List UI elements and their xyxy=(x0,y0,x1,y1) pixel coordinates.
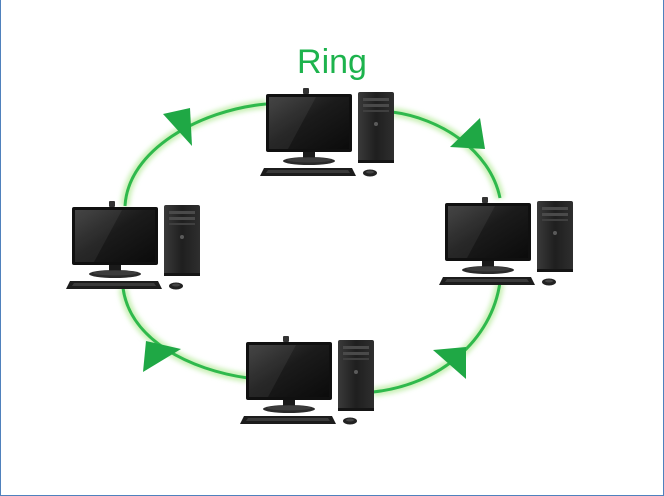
desktop-computer-icon xyxy=(240,336,374,425)
arrow-icon xyxy=(143,341,181,372)
desktop-computer-icon xyxy=(260,88,394,177)
slide-border-left xyxy=(0,0,1,496)
arrow-icon xyxy=(163,108,192,146)
diagram-title: Ring xyxy=(297,43,367,81)
arrow-icon xyxy=(450,118,485,149)
desktop-computer-icon xyxy=(66,201,200,290)
arrow-icon xyxy=(433,347,466,379)
desktop-computer-icon xyxy=(439,197,573,286)
ring-link-left-to-top xyxy=(123,102,267,207)
